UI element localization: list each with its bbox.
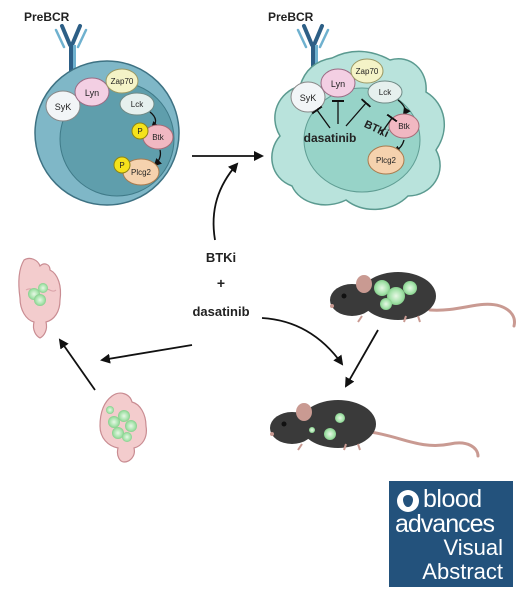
- phospho-label-top-left: P: [137, 127, 142, 136]
- brain-to-brain-arrow: [58, 338, 96, 391]
- lyn-node-left: [74, 77, 110, 107]
- btk-to-plcg2-arrow-left: [153, 149, 163, 167]
- tumor-nodule: [125, 420, 137, 432]
- tumor-nodule: [38, 283, 48, 293]
- tumor-nodule: [108, 416, 120, 428]
- lck-node-left: [119, 92, 155, 116]
- mouse-top: [330, 272, 516, 328]
- tumor-nodule: [122, 432, 132, 442]
- prebcr-label-right: PreBCR: [268, 10, 314, 24]
- phospho-btk-left: [131, 122, 149, 140]
- syk-node-left: [45, 90, 81, 122]
- mouse-to-mouse-arrow: [345, 329, 379, 388]
- plcg2-node-right: [367, 145, 405, 175]
- badge-line-1: blood: [423, 485, 482, 513]
- lyn-label-right: Lyn: [331, 79, 345, 89]
- lck-label-right: Lck: [379, 88, 392, 97]
- badge-line-2: advances: [395, 510, 495, 538]
- treatment-to-cell-arrow: [212, 162, 239, 241]
- treatment-combination: BTKi + dasatinib: [192, 250, 249, 319]
- tumor-nodule: [403, 281, 417, 295]
- tumor-nodule: [387, 287, 405, 305]
- prebcr-label-left: PreBCR: [24, 10, 70, 24]
- treatment-to-brain-arrow: [100, 344, 193, 364]
- syk-node-right: [290, 81, 326, 113]
- syk-label-left: SyK: [55, 102, 72, 112]
- tumor-nodule: [34, 294, 46, 306]
- lyn-node-right: [320, 68, 356, 98]
- btk-label-left: Btk: [152, 133, 165, 142]
- tumor-nodule: [309, 427, 315, 433]
- btk-label-right: Btk: [398, 122, 411, 131]
- zap70-node-right: [350, 58, 384, 84]
- lyn-label-left: Lyn: [85, 88, 99, 98]
- dasatinib-label-cell: dasatinib: [304, 131, 357, 145]
- tumor-nodule: [380, 298, 392, 310]
- tumor-nodule: [118, 410, 130, 422]
- treatment-plus: +: [217, 275, 225, 291]
- brain-before-treatment: [99, 392, 147, 463]
- tumor-nodule: [106, 406, 114, 414]
- tumor-nodule: [335, 413, 345, 423]
- syk-label-right: SyK: [300, 93, 317, 103]
- treatment-to-mouse-arrow: [261, 317, 344, 366]
- plcg2-label-left: Plcg2: [131, 168, 152, 177]
- treatment-drug-btki: BTKi: [206, 250, 236, 265]
- zap70-label-right: Zap70: [356, 67, 379, 76]
- tumor-nodule: [374, 280, 390, 296]
- prebcr-receptor-right: [296, 24, 330, 71]
- badge-line-3: Visual: [443, 535, 503, 560]
- badge-line-4: Abstract: [422, 559, 503, 584]
- lck-node-right: [367, 80, 403, 104]
- phospho-plcg2-left: [113, 156, 131, 174]
- tumor-nodule: [112, 427, 124, 439]
- brain-after-treatment: [18, 257, 62, 339]
- lck-to-btk-arrow-right: [397, 99, 411, 116]
- zap70-label-left: Zap70: [111, 77, 134, 86]
- mouse-bottom: [270, 400, 480, 458]
- zap70-node-left: [105, 68, 139, 94]
- untreated-cell: PreBCR SyK Lyn Zap70 Lck Btk P Plcg2 P: [24, 10, 180, 206]
- blood-advances-badge: blood advances Visual Abstract: [389, 481, 513, 587]
- plcg2-label-right: Plcg2: [376, 156, 397, 165]
- prebcr-receptor-left: [54, 24, 88, 73]
- tumor-nodule: [324, 428, 336, 440]
- inhibition-lines: [311, 98, 398, 136]
- blood-drop-logo-icon: [397, 490, 419, 512]
- phospho-label-bottom-left: P: [119, 161, 124, 170]
- treatment-drug-dasatinib: dasatinib: [192, 304, 249, 319]
- treated-cell: PreBCR SyK Lyn Zap70 Lck Btk Plcg2: [268, 10, 445, 211]
- lck-label-left: Lck: [131, 100, 144, 109]
